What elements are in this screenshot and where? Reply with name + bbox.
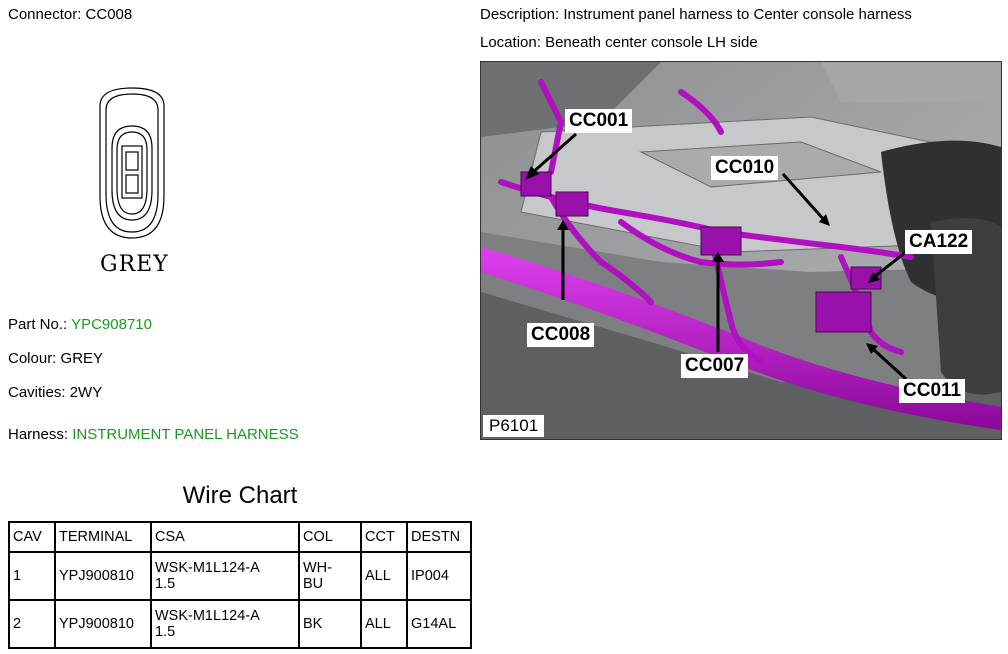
header-csa: CSA — [150, 521, 300, 553]
col-line1: WH- — [303, 560, 332, 576]
location-line: Location: Beneath center console LH side — [480, 34, 758, 51]
location-illustration — [481, 62, 1001, 439]
cavities-line: Cavities: 2WY — [8, 384, 102, 401]
cell-col: BK — [298, 599, 362, 649]
csa-spec: WSK-M1L124-A — [155, 560, 260, 576]
wire-chart-header-row: CAV TERMINAL CSA COL CCT DESTN — [8, 521, 472, 553]
cavities-value: 2WY — [69, 384, 103, 401]
connector-colour-caption: GREY — [100, 252, 169, 277]
callout-cc010: CC010 — [711, 156, 779, 180]
harness-value: INSTRUMENT PANEL HARNESS — [72, 426, 299, 443]
cell-cct: ALL — [360, 551, 408, 601]
connector-face-drawing — [99, 87, 165, 239]
part-number-label: Part No.: — [8, 316, 68, 333]
header-col: COL — [298, 521, 362, 553]
connector-id: CC008 — [85, 6, 133, 23]
picture-number: P6101 — [483, 415, 545, 437]
colour-value: GREY — [60, 350, 104, 367]
header-destn: DESTN — [406, 521, 472, 553]
harness-line: Harness: INSTRUMENT PANEL HARNESS — [8, 426, 299, 443]
location-photo: CC001 CC010 CA122 CC008 CC007 CC011 P610… — [480, 61, 1002, 440]
wire-chart-title: Wire Chart — [182, 482, 298, 509]
harness-label: Harness: — [8, 426, 69, 443]
cell-terminal: YPJ900810 — [54, 599, 152, 649]
wire-chart-table: CAV TERMINAL CSA COL CCT DESTN 1 YPJ9008… — [8, 521, 472, 649]
description-line: Description: Instrument panel harness to… — [480, 6, 912, 23]
csa-size: 1.5 — [155, 624, 176, 640]
colour-label: Colour: — [8, 350, 57, 367]
part-number-line: Part No.: YPC908710 — [8, 316, 152, 333]
cavities-label: Cavities: — [8, 384, 66, 401]
csa-size: 1.5 — [155, 576, 176, 592]
callout-cc008: CC008 — [527, 323, 595, 347]
cell-destn: IP004 — [406, 551, 472, 601]
part-number-value: YPC908710 — [71, 316, 152, 333]
callout-cc007: CC007 — [681, 354, 749, 378]
colour-line: Colour: GREY — [8, 350, 103, 367]
cell-col: WH-BU — [298, 551, 362, 601]
header-cav: CAV — [8, 521, 56, 553]
callout-ca122: CA122 — [905, 230, 973, 254]
callout-cc011: CC011 — [899, 379, 966, 403]
callout-cc001: CC001 — [565, 109, 633, 133]
header-cct: CCT — [360, 521, 408, 553]
col-line1: BK — [303, 616, 323, 632]
cell-cav: 1 — [8, 551, 56, 601]
cell-cav: 2 — [8, 599, 56, 649]
col-line2: BU — [303, 576, 324, 592]
cell-cct: ALL — [360, 599, 408, 649]
header-terminal: TERMINAL — [54, 521, 152, 553]
description-label: Description: — [480, 6, 560, 23]
location-value: Beneath center console LH side — [545, 34, 758, 51]
cell-terminal: YPJ900810 — [54, 551, 152, 601]
description-value: Instrument panel harness to Center conso… — [563, 6, 912, 23]
csa-spec: WSK-M1L124-A — [155, 608, 260, 624]
connector-label: Connector: — [8, 6, 82, 23]
cell-destn: G14AL — [406, 599, 472, 649]
location-label: Location: — [480, 34, 541, 51]
connector-heading: Connector: CC008 — [8, 6, 132, 23]
